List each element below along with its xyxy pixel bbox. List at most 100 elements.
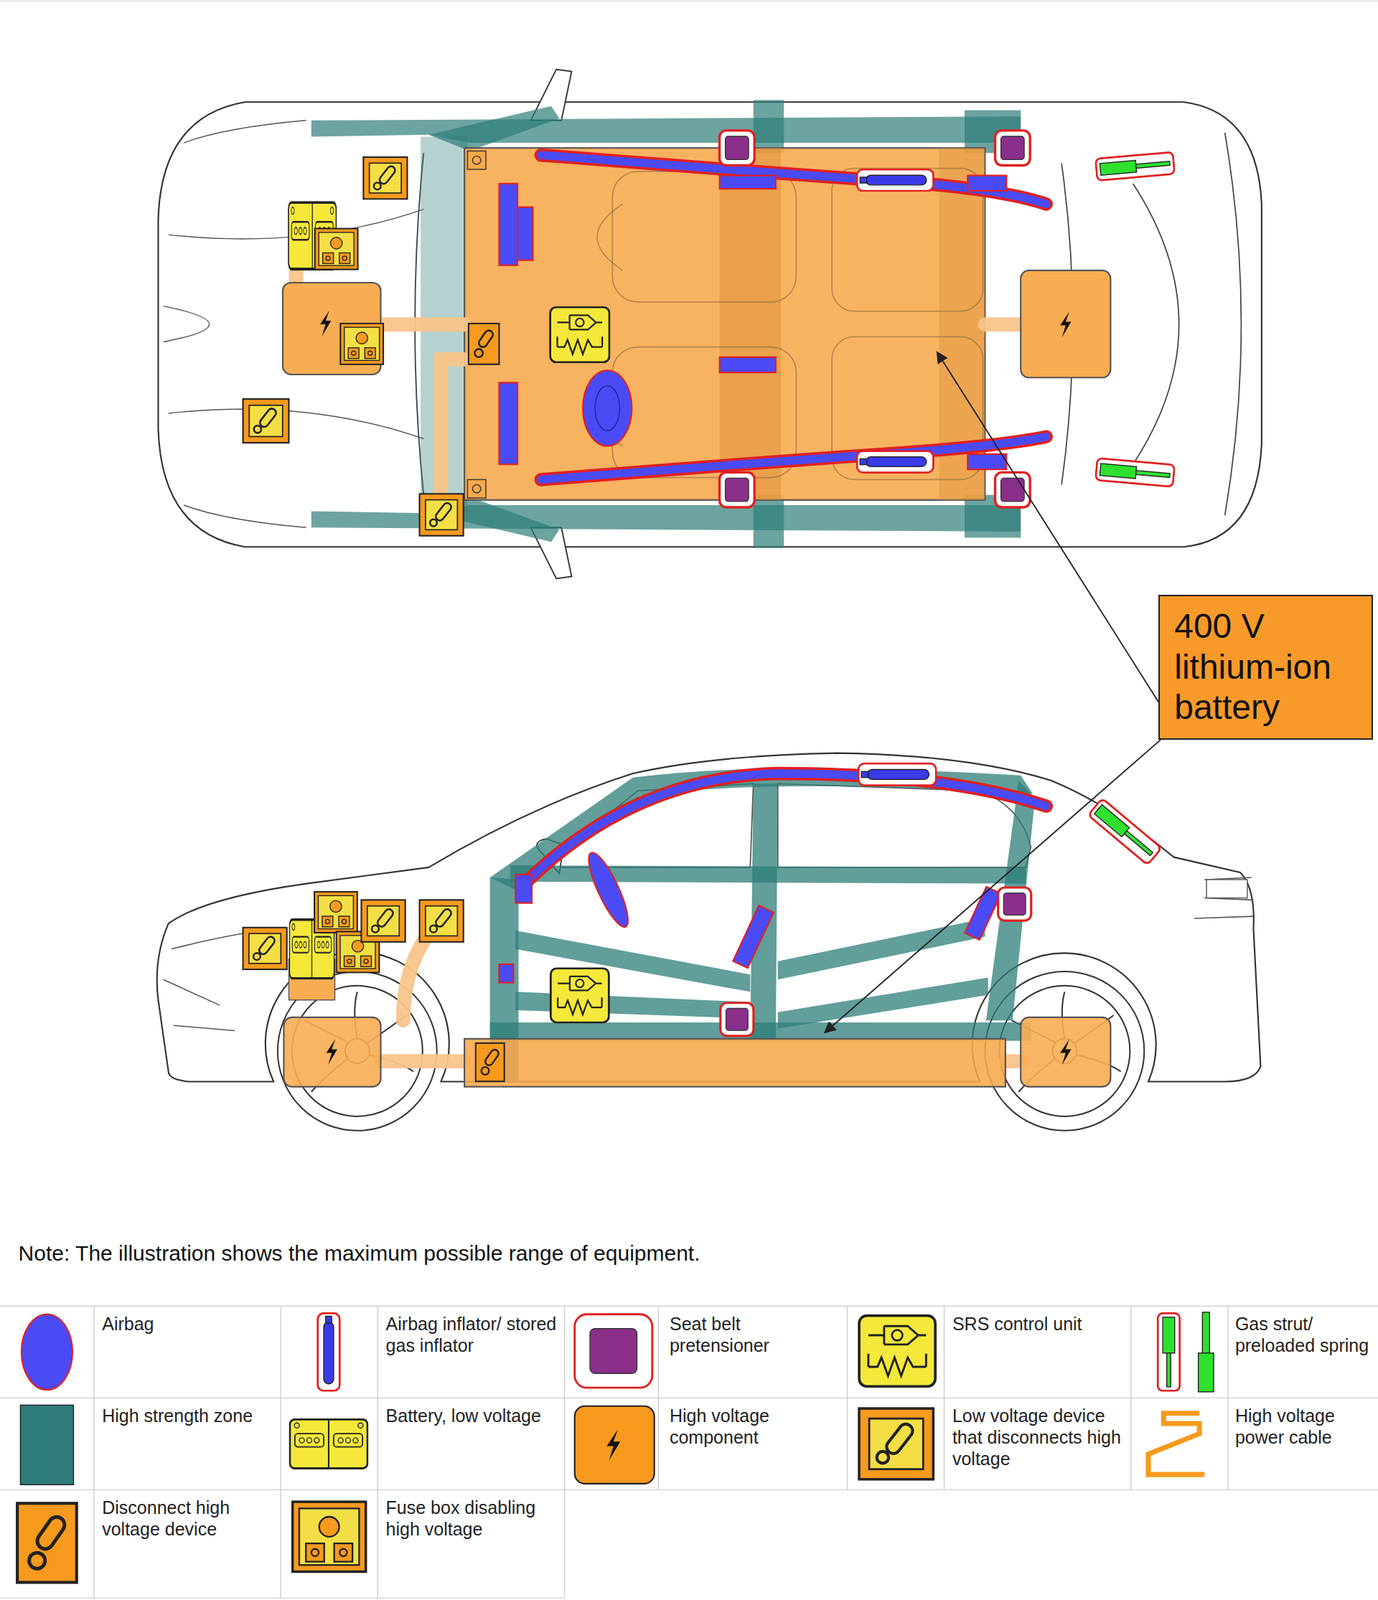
top-hv-cable-part [984,317,1021,332]
legend-grid-part [0,1597,565,1599]
note-text: Note: The illustration shows the maximum… [18,1240,1040,1267]
top-hv-battery-part-part [612,171,796,303]
top-gas-struts-part [1095,152,1175,181]
side-hv-cable-part [380,1054,465,1069]
legend-grid-part [93,1306,95,1599]
legend-icons-part [1157,1313,1180,1391]
legend-icons-part-part [1198,1353,1214,1393]
legend-grid-part [943,1306,945,1490]
legend-icons-part [289,1419,368,1469]
callout-text: 400 V lithium-ion battery [1174,606,1358,729]
legend-label: Fuse box disabling high voltage [386,1497,560,1541]
top-srs-unit [550,307,610,363]
side-inflator-part [858,763,936,786]
legend-grid-part [1130,1306,1132,1490]
legend-label: Battery, low voltage [386,1405,560,1427]
legend-icons-part [292,1502,367,1572]
side-high-strength-zone-part [777,977,989,1029]
legend-label: Disconnect high voltage device [101,1497,276,1541]
top-hv-cable [295,267,1021,496]
top-hv-component-part [320,310,331,337]
side-hv-cable-part [1005,1054,1021,1069]
legend-icons-part [17,1503,77,1583]
top-airbags-part-part [498,382,518,465]
side-hv-battery [464,1039,1006,1088]
side-hv-disconnect [475,1043,505,1082]
pretensioner-swatch [589,1329,637,1375]
top-hv-battery-part [472,485,481,494]
top-inflators-part [856,451,934,473]
legend-grid-part [377,1306,379,1599]
top-lv-disconnect-device-part [363,157,407,199]
high-strength-swatch [20,1405,74,1485]
side-hv-component-part [1020,1017,1111,1088]
top-airbags-part-part [498,183,518,266]
legend-icons-part [1148,1413,1205,1475]
top-airbags-part-part [719,175,776,189]
legend-grid-part [0,1398,1378,1399]
side-hv-battery-part [464,1039,1006,1088]
side-pretensioners-part [720,1003,754,1037]
top-hv-cable-part [380,317,465,332]
legend-grid-part [279,1306,281,1599]
top-fuse-box-part [340,323,384,365]
top-airbags-part-part [967,454,1007,470]
top-airbags-part-part [967,175,1007,191]
side-view-car-part-part [999,986,1130,1117]
legend-label: High voltage component [669,1405,844,1449]
legend-icons-part-part [317,1313,341,1391]
side-hv-component-part [1060,1039,1071,1066]
legend-label: High strength zone [101,1405,276,1427]
top-airbags-part-part [719,357,776,373]
top-high-strength-zone-part [311,116,1021,143]
top-inflators [856,169,934,473]
legend-icons-part [859,1316,936,1388]
top-airbags-part [541,155,1047,204]
side-airbags-part-part [515,874,532,904]
side-airbags-part-part [582,849,636,932]
top-hv-disconnect-part [468,323,500,365]
top-gas-struts-part-part [1095,458,1175,488]
top-high-strength-zone-part [753,99,785,153]
top-srs-unit-part [550,307,610,363]
side-view-car-part [1206,879,1248,899]
legend-icons-part [1198,1312,1214,1393]
legend-icons-part [317,1313,341,1391]
top-hv-component-part [1060,311,1071,338]
side-front-cluster [243,892,464,1001]
top-hv-battery-part [467,479,486,499]
legend-label: High voltage power cable [1235,1405,1376,1449]
side-front-cluster-part [361,900,405,942]
legend-grid-part [658,1306,659,1490]
side-hv-disconnect-part [475,1043,505,1082]
top-pretensioners [719,130,1031,508]
top-pretensioners-part [719,130,756,166]
top-gas-struts-part [1095,458,1175,488]
top-hv-component [282,270,1111,378]
top-gas-struts [1095,152,1175,487]
side-pretensioners-part [998,887,1032,921]
top-rule [0,0,1378,2]
top-fuse-box-part [315,228,359,270]
top-hv-battery-part [472,156,481,165]
top-inflators-part [856,169,934,191]
side-gas-strut-part [1088,798,1162,866]
legend-label: Gas strut/ preloaded spring [1235,1313,1376,1357]
top-pretensioners-part [995,130,1031,166]
legend-icons-part-part [1202,1312,1210,1354]
legend-icons-part-part [1157,1313,1180,1391]
top-high-strength-zone-part [753,495,785,549]
side-high-strength-zone-part [510,865,1026,885]
legend-icons-part [606,1429,621,1462]
legend-grid-part [1227,1306,1228,1490]
side-airbags-part-part-part [732,905,774,969]
top-airbags-part [541,155,1047,204]
top-hv-disconnect [468,323,500,365]
side-view-car-part-part [1011,991,1121,1092]
legend-grid-part [0,1489,1378,1491]
side-front-cluster-part [314,892,358,934]
top-airbags-part-part [582,370,632,446]
side-airbags [498,773,1046,984]
top-lv-disconnect-device [243,157,464,537]
